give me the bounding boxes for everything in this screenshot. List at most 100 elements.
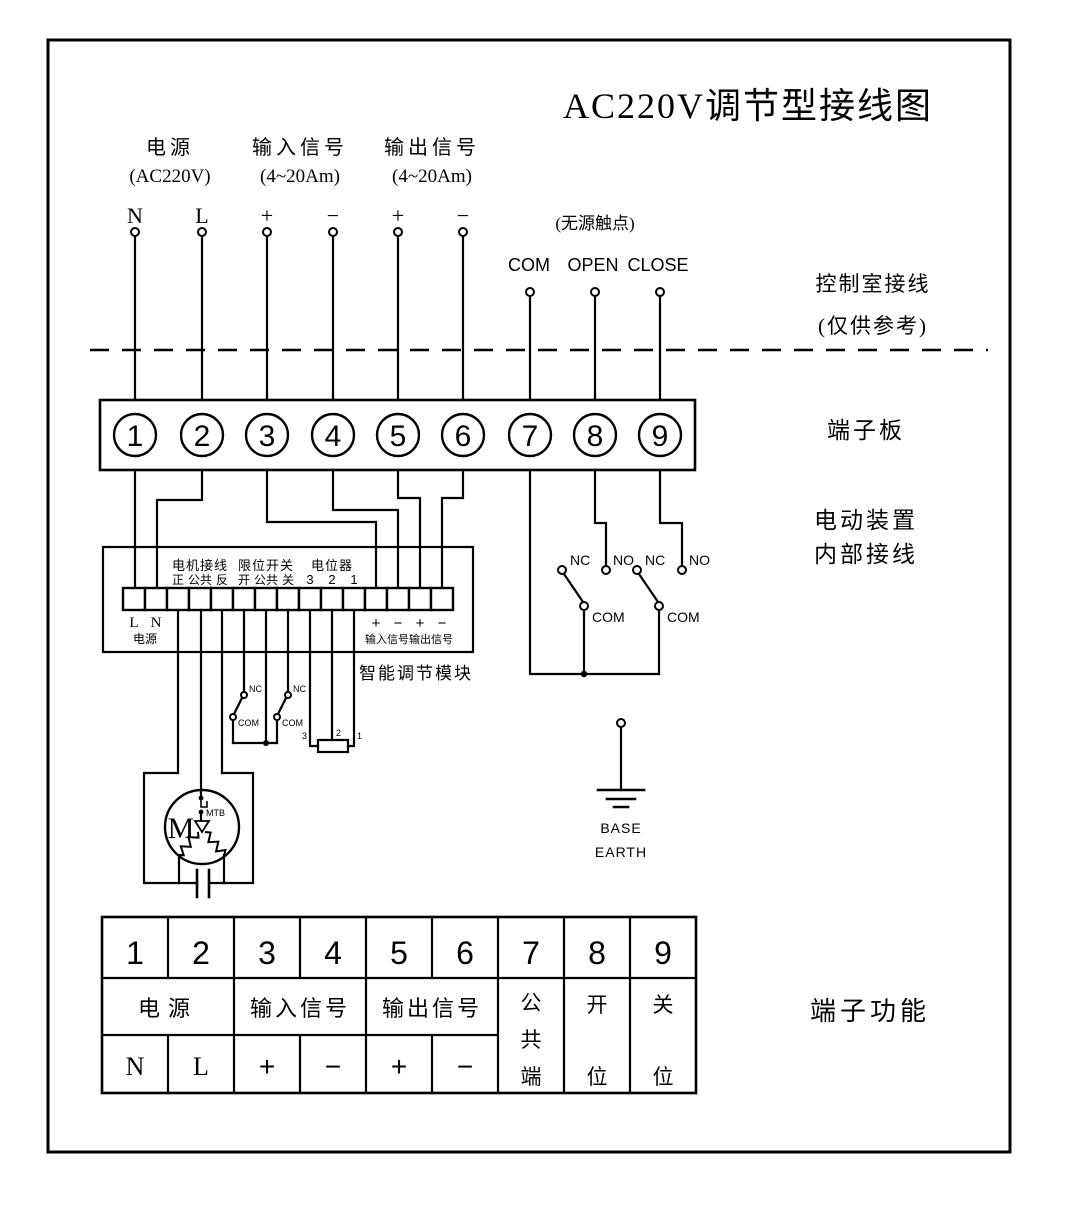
relay-switch2-nc-contact: [632, 565, 642, 575]
wire-t8-to-no1: [593, 468, 608, 568]
wire-t2-to-module-n: [155, 468, 204, 590]
module-cell-limit-open: [231, 586, 257, 612]
function-table-full-column-lines: [232, 917, 632, 1093]
table-pin-in-minus: −: [325, 1051, 341, 1082]
relay-switch1-nc-label: NC: [570, 552, 590, 568]
terminal-circle-9: [637, 412, 683, 458]
table-pin-out-plus: +: [391, 1051, 407, 1082]
pin-label-l: L: [195, 203, 208, 228]
module-group-limit-title: 限位开关: [238, 558, 294, 573]
table-power-label: 电源: [138, 996, 198, 1021]
table-close-char-1: 关: [653, 993, 674, 1017]
module-pin-fwd: 正: [172, 573, 184, 587]
table-number-2: 2: [192, 935, 210, 971]
module-pin-in-plus: +: [372, 615, 381, 632]
input-signal-group-title: 输入信号: [252, 136, 348, 159]
terminal-number-3: 3: [259, 420, 276, 453]
stub-terminal-n: [130, 227, 140, 237]
module-pin-out-minus: −: [438, 615, 447, 632]
module-group-motor-title: 电机接线: [172, 558, 228, 573]
module-pin-pot2: 2: [328, 572, 335, 587]
pin-label-open: OPEN: [567, 255, 618, 275]
wire-t9-to-no2: [658, 468, 684, 568]
terminal-circle-8: [572, 412, 618, 458]
note-terminal-function: 端子功能: [810, 997, 930, 1026]
module-input-signal-label: 输入信号: [365, 632, 409, 646]
pin-label-output-plus: +: [392, 203, 404, 228]
module-cell-limit-common: [253, 586, 279, 612]
stub-terminal-l: [197, 227, 207, 237]
relay-switch2-nc-label: NC: [645, 552, 665, 568]
terminal-circle-3: [244, 412, 290, 458]
table-common-char-2: 共: [521, 1028, 542, 1052]
module-pin-pot1: 1: [350, 572, 357, 587]
output-signal-group-title: 输出信号: [384, 136, 480, 159]
relay-switch1-no-label: NO: [613, 552, 634, 568]
limit-switch2-nc-contact: [284, 691, 292, 699]
terminal-number-1: 1: [127, 420, 144, 453]
limit-switch1-nc-contact: [240, 691, 248, 699]
limit-switch1-blade: [232, 696, 244, 716]
wire-t5-to-module-output-plus: [396, 468, 422, 590]
note-device-wiring-line2: 内部接线: [814, 542, 918, 567]
module-pin-open: 开: [238, 573, 250, 587]
motor-capacitor: [195, 868, 211, 899]
limit-switch2-com-contact: [273, 713, 281, 721]
motor-winding-right-zigzag: [204, 831, 227, 856]
table-number-7: 7: [522, 935, 540, 971]
wire-t3-to-module-input-plus: [265, 468, 378, 590]
module-pin-limit-common: 公共: [254, 573, 278, 587]
motor-wye-point: [193, 820, 211, 834]
motor-housing-outline: [142, 771, 255, 885]
table-number-8: 8: [588, 935, 606, 971]
table-number-5: 5: [390, 935, 408, 971]
table-output-signal-label: 输出信号: [382, 996, 482, 1021]
table-pin-l: L: [193, 1052, 209, 1081]
smart-module-cells: [121, 586, 455, 612]
motor-winding-legs: [177, 853, 226, 885]
dry-contact-note: (无源触点): [555, 214, 634, 233]
motor-winding-right: [204, 831, 227, 856]
earth-stub-terminal: [616, 718, 626, 728]
relay-switch1-no-contact: [601, 565, 611, 575]
relay-switch2-no-contact: [677, 565, 687, 575]
module-cell-pot-2: [319, 586, 345, 612]
wire-pot-1: [346, 608, 356, 748]
stub-terminal-open: [590, 287, 600, 297]
pot-pin2-label: 2: [336, 728, 341, 738]
wire-t7-com-bus: [528, 468, 661, 676]
module-cell-motor-rev: [209, 586, 235, 612]
terminal-number-6: 6: [455, 420, 472, 453]
wire-t4-to-module-input-minus: [331, 468, 400, 590]
function-table-border: [100, 915, 698, 1095]
motor-winding-left-zigzag: [178, 831, 200, 857]
thermal-protector-top-contact: [198, 795, 204, 801]
terminal-board-circles: [112, 412, 683, 458]
relay-switch1-com-contact: [579, 601, 589, 611]
relay-switch1-blade: [562, 572, 585, 604]
module-group-pot-title: 电位器: [311, 558, 353, 573]
wire-t6-to-module-output-minus: [440, 468, 465, 590]
limit-switch1-com-label: COM: [238, 718, 259, 728]
terminal-number-2: 2: [194, 420, 211, 453]
potentiometer-body: [316, 738, 350, 754]
module-cell-input-minus: [385, 586, 411, 612]
module-pin-pot3: 3: [306, 572, 313, 587]
module-pin-power-n: N: [151, 615, 162, 631]
table-number-3: 3: [258, 935, 276, 971]
module-cell-motor-common: [187, 586, 213, 612]
module-cell-pot-3: [297, 586, 323, 612]
module-cell-n: [143, 586, 169, 612]
stub-terminal-com: [525, 287, 535, 297]
pot-pin1-label: 1: [357, 731, 362, 741]
terminal-board-box: [98, 398, 697, 472]
module-cell-output-plus: [407, 586, 433, 612]
table-pin-out-minus: −: [457, 1051, 473, 1082]
thermal-protector-glyph: [200, 800, 208, 808]
module-cell-pot-1: [341, 586, 367, 612]
output-signal-group-subtitle: (4~20Am): [392, 166, 472, 187]
table-pin-n: N: [126, 1052, 145, 1081]
stub-terminal-input-plus: [262, 227, 272, 237]
note-device-wiring-line1: 电动装置: [814, 508, 918, 533]
